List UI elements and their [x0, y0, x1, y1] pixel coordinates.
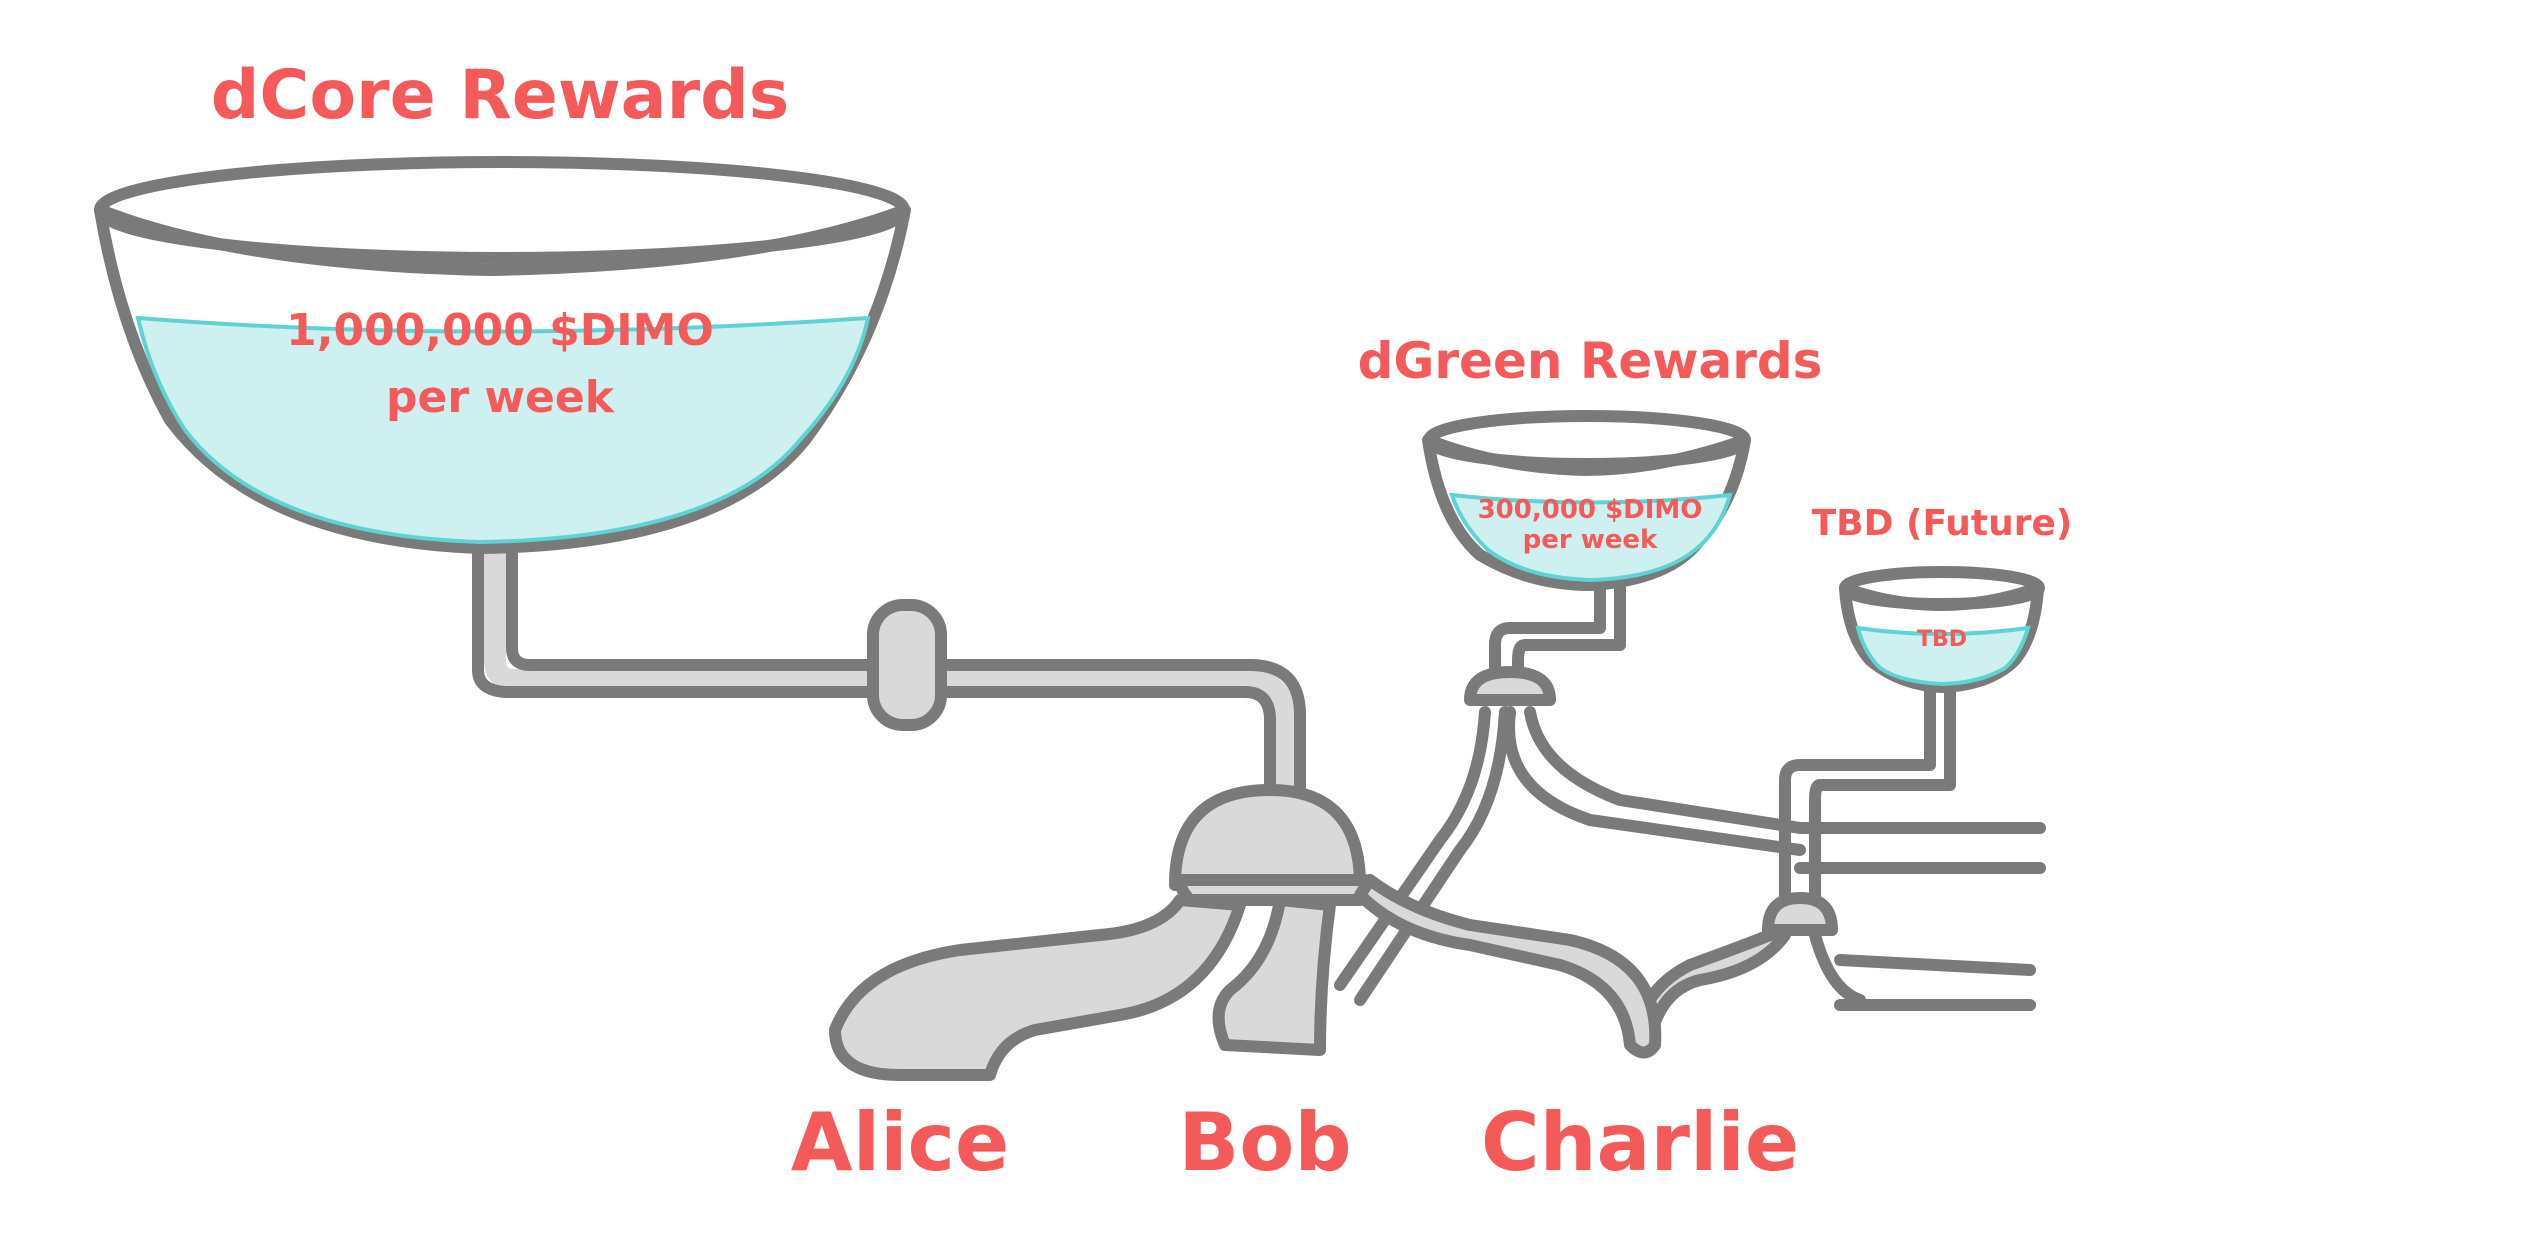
pool-title-dgreen: dGreen Rewards: [1358, 332, 1823, 390]
pool-amount-dcore: 1,000,000 $DIMO: [286, 305, 714, 356]
dgreen-pipe: [1334, 576, 1806, 1006]
pool-title-dcore: dCore Rewards: [211, 56, 790, 135]
dcore-water: [135, 315, 871, 545]
pool-title-tbd: TBD (Future): [1812, 503, 2073, 544]
dgreen-water: [1449, 492, 1733, 583]
alice-spout: [829, 894, 1246, 1081]
dgreen-bowl: [1422, 410, 1751, 591]
pool-amount-tbd: TBD: [1917, 627, 1967, 652]
bob-spout: [1212, 894, 1336, 1056]
pipes: [472, 544, 2046, 1081]
pool-period-dgreen: per week: [1523, 525, 1658, 555]
tbd-water: [1855, 625, 2031, 687]
pool-period-dcore: per week: [386, 372, 616, 423]
recipient-charlie: Charlie: [1481, 1096, 1799, 1189]
tbd-bowl: [1839, 566, 2045, 693]
charlie-spout: [1354, 874, 1662, 1059]
faucet-handle: [1169, 784, 1366, 891]
pipe-coupling: [867, 599, 947, 731]
recipient-alice: Alice: [791, 1096, 1009, 1189]
right-lines: [1794, 822, 2046, 1011]
dcore-pipe: [472, 544, 1306, 801]
dcore-bowl: [94, 156, 911, 554]
dgreen-valve: [1464, 666, 1556, 706]
tbd-valve: [1762, 892, 1838, 936]
main-faucet: [829, 784, 1662, 1081]
pool-amount-dgreen: 300,000 $DIMO: [1478, 495, 1703, 525]
recipient-bob: Bob: [1178, 1096, 1351, 1189]
